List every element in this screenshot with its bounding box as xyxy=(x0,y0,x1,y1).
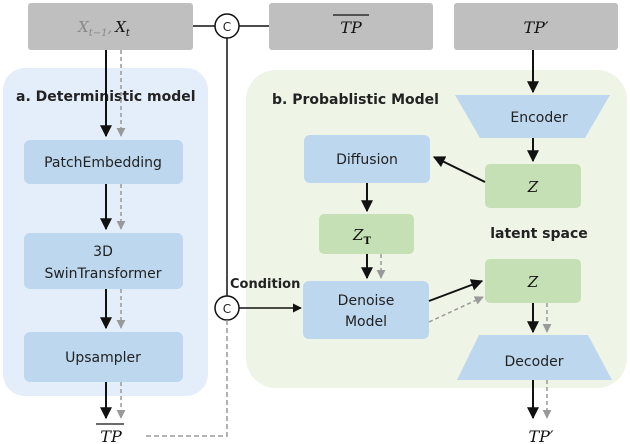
output-tp-bar-label: TP xyxy=(100,427,122,444)
latent-z-top-label: Z xyxy=(527,178,539,196)
denoise-model-line2: Model xyxy=(345,314,387,330)
concat-top-label: C xyxy=(223,20,231,34)
swin-transformer-box xyxy=(24,233,183,289)
encoder-shape xyxy=(455,95,610,138)
latent-space-label: latent space xyxy=(490,226,588,242)
output-tp-prime-label: TP′ xyxy=(528,427,553,444)
input-state-label: Xt−1,Xt xyxy=(77,18,131,39)
input-state-box xyxy=(28,3,193,50)
denoise-model-line1: Denoise xyxy=(338,293,395,309)
latent-zt-box xyxy=(319,214,414,254)
probabilistic-title: b. Probablistic Model xyxy=(272,92,439,108)
decoder-shape xyxy=(457,335,612,380)
condition-label: Condition xyxy=(230,277,300,292)
latent-z-top-box xyxy=(485,164,581,208)
arrow-denoise-to-z xyxy=(428,279,484,302)
concat-bottom-label: C xyxy=(223,302,231,316)
denoise-model-box xyxy=(303,281,429,339)
decoder-label: Decoder xyxy=(505,354,564,370)
swin-transformer-line1: 3D xyxy=(93,244,113,260)
latent-z-bottom-box xyxy=(485,259,581,303)
latent-zt-label: ZT xyxy=(352,226,371,247)
swin-transformer-line2: SwinTransformer xyxy=(44,266,161,282)
tp-prime-input-box xyxy=(454,3,618,50)
diffusion-label: Diffusion xyxy=(336,152,398,168)
diffusion-box xyxy=(304,135,430,183)
tp-bar-input-label: TP xyxy=(340,18,362,37)
latent-z-bottom-label: Z xyxy=(527,273,539,291)
patch-embedding-box xyxy=(24,140,183,184)
tp-bar-input-box xyxy=(269,3,433,50)
upsampler-label: Upsampler xyxy=(65,350,141,366)
tp-prime-input-label: TP′ xyxy=(523,18,548,37)
encoder-label: Encoder xyxy=(510,110,567,126)
arrow-z-to-diffusion xyxy=(432,156,486,183)
dashed-tpbar-to-concat xyxy=(146,320,228,437)
upsampler-box xyxy=(24,332,183,382)
arrow-denoise-to-z-grey xyxy=(428,296,484,323)
patch-embedding-label: PatchEmbedding xyxy=(44,155,162,171)
